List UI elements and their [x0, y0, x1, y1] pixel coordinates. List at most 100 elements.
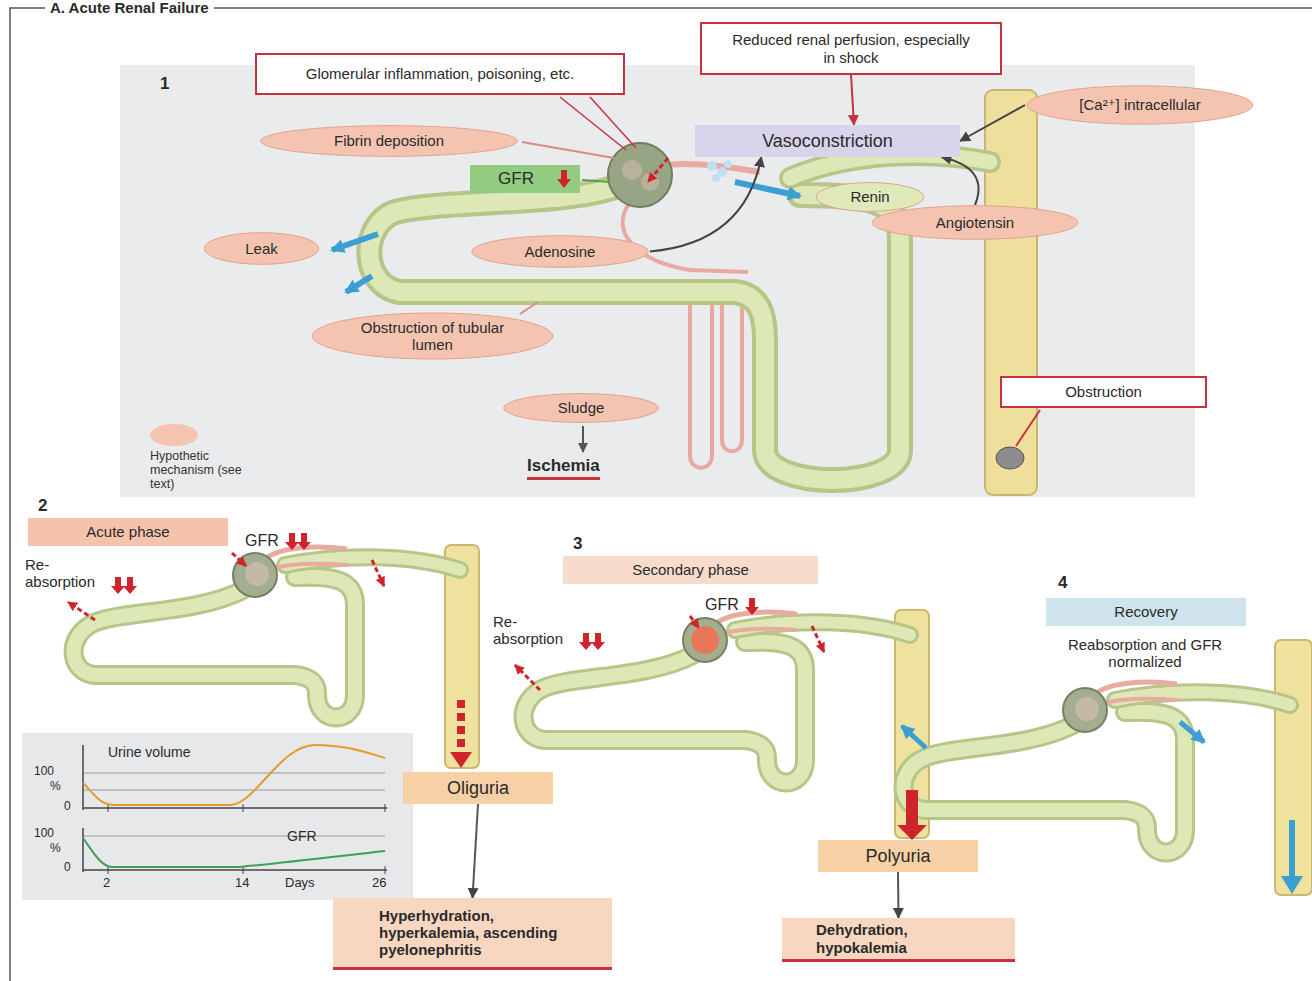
phase-box: Secondary phase — [563, 556, 818, 584]
leader-line — [520, 302, 538, 314]
nephron-tubule — [790, 155, 990, 178]
node-text: Obstruction — [1065, 383, 1142, 400]
time-chart — [83, 745, 385, 805]
glomerulus — [648, 158, 668, 182]
ellipse-shape — [1027, 86, 1252, 124]
diagram-title: A. Acute Renal Failure — [45, 0, 214, 16]
chart-title: Urine volume — [108, 744, 190, 760]
acute-arrows — [285, 533, 299, 550]
mechanism-ellipse: Adenosine — [470, 235, 650, 268]
time-chart — [83, 807, 387, 809]
phase-box: Recovery — [1046, 598, 1246, 626]
secondary-arrows — [690, 616, 699, 628]
down-arrow — [557, 169, 571, 189]
node-text: Glomerular inflammation, poisoning, etc. — [306, 65, 574, 82]
mechanism-ellipse: Sludge — [502, 393, 660, 423]
callout-number: 1 — [160, 74, 169, 94]
sludge-arrow — [582, 426, 584, 452]
glomerulus — [608, 143, 672, 207]
mechanism-ellipse: Obstruction of tubular lumen — [310, 312, 555, 360]
secondary-arrows — [906, 790, 918, 826]
cause-box: Reduced renal perfusion, especially in s… — [700, 22, 1002, 75]
node-text: Adenosine — [525, 243, 596, 260]
axis-unit: Days — [285, 876, 315, 891]
node-text: Fibrin deposition — [334, 132, 444, 149]
collecting-duct — [985, 90, 1037, 495]
callout-number: 2 — [38, 496, 47, 516]
callout-number: 3 — [573, 534, 582, 554]
glomerulus — [707, 161, 717, 171]
recovery-arrows — [1289, 820, 1295, 878]
effect-box: Vasoconstriction — [695, 125, 960, 157]
ellipse-shape — [312, 313, 552, 359]
connector-arrow — [897, 872, 900, 918]
time-chart — [385, 866, 386, 874]
recovery-arrows — [1281, 876, 1303, 894]
recovery-note: Reabsorption and GFR normalized — [1045, 636, 1245, 671]
legend-text: Hypothetic mechanism (see text) — [150, 450, 268, 491]
leak-arrow — [332, 182, 800, 292]
ellipse-shape — [472, 236, 648, 268]
time-chart — [83, 773, 385, 774]
leader-line — [560, 97, 626, 150]
result-label: Ischemia — [527, 456, 600, 480]
cause-box: Obstruction — [1000, 376, 1207, 408]
acute-arrows — [450, 752, 472, 768]
time-chart — [83, 838, 385, 867]
node-text: Angiotensin — [936, 214, 1014, 231]
leak-arrow — [332, 234, 378, 250]
secondary-arrows — [591, 633, 605, 650]
secondary-arrows — [515, 598, 927, 840]
acute-arrows — [457, 700, 465, 752]
nephron-tubule — [790, 155, 990, 178]
glomerulus — [712, 174, 720, 182]
axis-tick: 26 — [372, 876, 386, 891]
glomerulus — [622, 160, 642, 180]
leader-line — [520, 97, 636, 314]
ellipse-shape — [261, 126, 518, 157]
secondary-arrows — [897, 825, 927, 840]
connector-arrow — [960, 105, 1025, 141]
node-text: GFR — [498, 169, 534, 189]
collecting-duct — [996, 447, 1024, 469]
time-chart — [385, 804, 386, 812]
gfr-label: GFR — [245, 532, 279, 550]
time-chart — [83, 836, 385, 837]
leader-line — [582, 180, 610, 182]
acute-arrows — [372, 560, 384, 586]
reabsorption-label: Re- absorption — [493, 613, 577, 648]
urine-box: Oliguria — [403, 772, 553, 804]
small-nephron — [1275, 640, 1312, 895]
connector-arrow — [473, 804, 479, 898]
secondary-arrows — [745, 598, 759, 615]
connector-arrow — [942, 157, 979, 205]
node-text: Secondary phase — [632, 561, 749, 578]
leak-arrow — [346, 276, 372, 292]
chart-title: GFR — [287, 828, 317, 844]
node-text: Renin — [850, 188, 889, 205]
secondary-arrows — [579, 633, 593, 650]
connector-arrow — [650, 157, 761, 252]
glomerulus — [641, 173, 659, 191]
hormone-ellipse: Renin — [815, 182, 925, 212]
axis-tick: 100 — [34, 765, 54, 779]
consequence-box: Hyperhydration, hyperkalemia, ascending … — [333, 898, 612, 970]
node-text: Acute phase — [86, 523, 169, 540]
frame-line — [10, 8, 1312, 981]
connector-arrow — [851, 75, 854, 125]
phase-box: Acute phase — [28, 518, 228, 546]
mechanism-ellipse: Angiotensin — [870, 205, 1080, 240]
ellipse-shape — [204, 233, 319, 265]
node-text: Hyperhydration, hyperkalemia, ascending … — [379, 907, 572, 959]
down-arrow-shape — [557, 170, 571, 188]
mechanism-ellipse: Leak — [203, 232, 320, 265]
cause-box: Glomerular inflammation, poisoning, etc. — [255, 53, 625, 95]
acute-arrows — [232, 553, 246, 566]
vasa-recta — [722, 296, 742, 451]
ellipse-shape — [872, 206, 1078, 240]
axis-tick: 0 — [64, 800, 71, 814]
reabsorption-label: Re- absorption — [25, 556, 109, 591]
mechanism-ellipse: [Ca²⁺] intracellular — [1025, 85, 1255, 125]
callout-number: 4 — [1058, 573, 1067, 593]
